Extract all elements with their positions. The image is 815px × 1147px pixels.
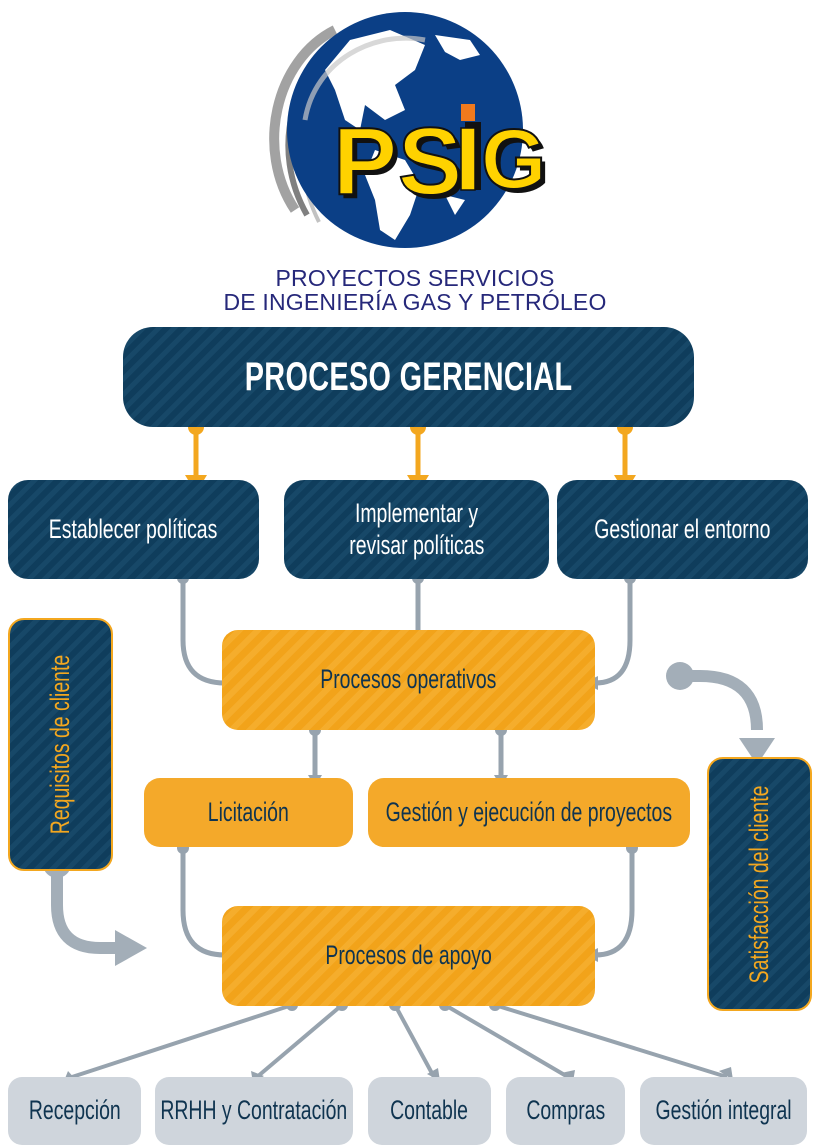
compras-label: Compras [526,1095,605,1126]
connector-apoyo-to-gestion-integral [494,1003,728,1079]
proceso-gerencial-box[interactable]: PROCESO GERENCIAL [123,327,694,427]
connector-apoyo-to-rrhh [255,1003,344,1079]
connector-to-satisfaccion [680,670,763,731]
svg-text:P: P [333,108,397,215]
recepcion-box[interactable]: Recepción [8,1077,141,1145]
satisfaccion-start-dot [666,662,694,690]
rrhh-contratacion-box[interactable]: RRHH y Contratación [155,1077,353,1145]
establecer-politicas-box[interactable]: Establecer políticas [8,480,259,579]
requisitos-cliente-label: Requisitos de cliente [45,654,75,835]
connector-gestionar-to-operativos [594,578,633,686]
proceso-gerencial-label: PROCESO GERENCIAL [244,355,573,399]
svg-text:G: G [481,112,546,206]
licitacion-box[interactable]: Licitación [144,778,353,847]
logo: P P S S G G [255,0,575,262]
company-tagline: PROYECTOS SERVICIOS DE INGENIERÍA GAS Y … [200,266,630,314]
implementar-politicas-box[interactable]: Implementar y revisar políticas [284,480,549,579]
recepcion-label: Recepción [28,1095,121,1126]
svg-text:S: S [402,112,466,219]
svg-text:S: S [398,108,462,215]
globe-logo-icon: P P S S G G [269,12,550,248]
connector-apoyo-to-contable [393,1004,436,1078]
tagline-line-2: DE INGENIERÍA GAS Y PETRÓLEO [223,289,607,315]
contable-label: Contable [390,1095,469,1126]
establecer-politicas-label: Establecer políticas [49,513,218,544]
gestion-proyectos-box[interactable]: Gestión y ejecución de proyectos [368,778,690,847]
gestionar-entorno-box[interactable]: Gestionar el entorno [557,480,808,579]
gestion-proyectos-label: Gestión y ejecución de proyectos [385,796,673,827]
rrhh-contratacion-label: RRHH y Contratación [160,1095,348,1126]
connector-apoyo-to-recepcion [71,1003,293,1079]
gestionar-entorno-label: Gestionar el entorno [594,513,771,544]
gestion-integral-label: Gestión integral [655,1095,792,1126]
procesos-apoyo-box[interactable]: Procesos de apoyo [222,906,595,1006]
connector-licitacion-to-apoyo [180,848,226,958]
contable-box[interactable]: Contable [368,1077,491,1145]
gestion-integral-box[interactable]: Gestión integral [640,1077,807,1145]
procesos-operativos-box[interactable]: Procesos operativos [222,630,595,730]
implementar-politicas-label-1: Implementar y [354,498,479,529]
svg-text:P: P [337,112,401,219]
tagline-line-1: PROYECTOS SERVICIOS [275,265,555,291]
connector-requisitos-to-apoyo [51,868,120,954]
requisitos-cliente-box[interactable]: Requisitos de cliente [8,618,113,871]
satisfaccion-cliente-box[interactable]: Satisfacción del cliente [707,757,812,1011]
procesos-apoyo-label: Procesos de apoyo [325,940,492,971]
connector-establecer-to-operativos [180,578,226,686]
connector-gestion-to-apoyo [594,848,635,958]
procesos-operativos-label: Procesos operativos [320,664,497,695]
compras-box[interactable]: Compras [506,1077,625,1145]
svg-text:G: G [485,116,550,210]
connector-apoyo-to-compras [443,1003,570,1079]
requisitos-arrow-head [115,930,147,966]
satisfaccion-arrow-head [739,738,775,765]
satisfaccion-cliente-label: Satisfacción del cliente [744,785,774,983]
implementar-politicas-label-2: revisar políticas [348,529,485,560]
licitacion-label: Licitación [207,796,290,827]
